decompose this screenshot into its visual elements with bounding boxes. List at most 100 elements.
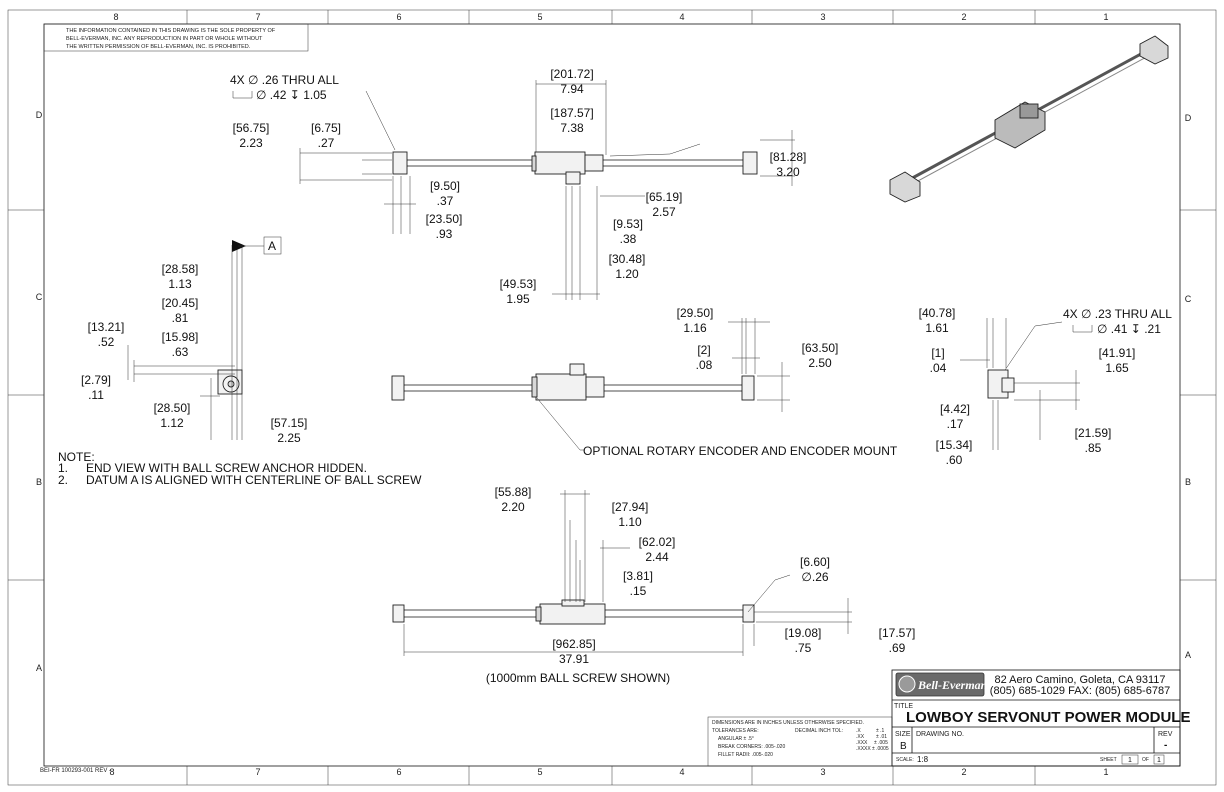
datum-a-box xyxy=(263,236,282,255)
dim-57-15-mm: [57.15] xyxy=(271,416,308,430)
note-1-number: 1. xyxy=(58,461,68,475)
top-hole-callout-1: 4X ∅ .26 THRU ALL xyxy=(230,73,339,87)
note-1-text: END VIEW WITH BALL SCREW ANCHOR HIDDEN. xyxy=(86,461,367,475)
tol-row-1-val: ± .1 xyxy=(876,728,885,734)
size-value: B xyxy=(900,741,907,752)
dim-62-02-in: 2.44 xyxy=(645,550,669,564)
dim-65-19-mm: [65.19] xyxy=(646,190,683,204)
notes-heading: NOTE: xyxy=(58,450,95,464)
tol-angular: ANGULAR ± .5° xyxy=(718,736,754,742)
dim-19-08-in: .75 xyxy=(795,641,812,655)
dim-28-58-in: 1.13 xyxy=(168,277,192,291)
end-view xyxy=(127,240,264,440)
logo-text: Bell-Everman xyxy=(917,678,988,692)
dim-63-50-in: 2.50 xyxy=(808,356,832,370)
dim-41-91-mm: [41.91] xyxy=(1099,346,1136,360)
dim-81-28-mm: [81.28] xyxy=(770,150,807,164)
logo-mark-icon xyxy=(898,675,916,693)
title-block xyxy=(891,669,1181,767)
dim-27-94-in: 1.10 xyxy=(618,515,642,529)
dim-40-78-in: 1.61 xyxy=(925,321,949,335)
dim-1-in: .04 xyxy=(930,361,947,375)
zone-right-A: A xyxy=(1185,650,1191,660)
dim-30-48-in: 1.20 xyxy=(615,267,639,281)
dim-13-21-mm: [13.21] xyxy=(88,320,125,334)
zone-top-5: 5 xyxy=(537,12,542,22)
zone-bottom-3: 3 xyxy=(820,767,825,777)
dim-6-75-in: .27 xyxy=(318,136,335,150)
dim-3-81-in: .15 xyxy=(630,584,647,598)
zone-top-2: 2 xyxy=(961,12,966,22)
tol-row-3-key: .XXX xyxy=(856,740,868,746)
dim-41-91-in: 1.65 xyxy=(1105,361,1129,375)
sheet-value: 1 xyxy=(1128,757,1132,764)
front-view xyxy=(391,318,790,451)
of-value: 1 xyxy=(1157,757,1161,764)
rev-label: REV xyxy=(1158,731,1173,738)
tol-row-4-val: ± .0005 xyxy=(872,746,889,752)
dim-201-72-mm: [201.72] xyxy=(550,67,593,81)
dim-29-50-in: 1.16 xyxy=(683,321,707,335)
dim-201-72-in: 7.94 xyxy=(560,82,584,96)
dim-20-45-mm: [20.45] xyxy=(162,296,199,310)
dim-962-85-mm: [962.85] xyxy=(552,637,595,651)
note-2-number: 2. xyxy=(58,473,68,487)
dim-63-50-mm: [63.50] xyxy=(802,341,839,355)
sheet-label: SHEET xyxy=(1100,757,1117,763)
drawing-no-label: DRAWING NO. xyxy=(916,731,964,738)
company-address: 82 Aero Camino, Goleta, CA 93117 xyxy=(994,674,1165,686)
dim-29-50-mm: [29.50] xyxy=(677,306,714,320)
dim-6-60-mm: [6.60] xyxy=(800,555,830,569)
title-label: TITLE xyxy=(894,703,913,710)
dim-55-88-in: 2.20 xyxy=(501,500,525,514)
notice-line-2: BELL-EVERMAN, INC. ANY REPRODUCTION IN P… xyxy=(66,36,263,42)
dim-49-53-in: 1.95 xyxy=(506,292,530,306)
dim-23-50-in: .93 xyxy=(436,227,453,241)
zone-bottom-1: 1 xyxy=(1103,767,1108,777)
zone-top-4: 4 xyxy=(679,12,684,22)
dim-4-42-in: .17 xyxy=(947,417,964,431)
zone-ticks xyxy=(8,10,1216,785)
dim-1-mm: [1] xyxy=(931,346,944,360)
dim-19-08-mm: [19.08] xyxy=(785,626,822,640)
tol-row-1-key: .X xyxy=(856,728,861,734)
isometric-view xyxy=(889,35,1169,203)
of-label: OF xyxy=(1142,757,1149,763)
top-hole-callout-2: ∅ .42 ↧ 1.05 xyxy=(256,88,327,102)
tol-break-corners: BREAK CORNERS: .005-.020 xyxy=(718,744,785,750)
dim-23-50-mm: [23.50] xyxy=(426,212,463,226)
counterbore-symbol-icon-2 xyxy=(1072,325,1093,333)
zone-bottom-7: 7 xyxy=(255,767,260,777)
dim-20-45-in: .81 xyxy=(172,311,189,325)
dim-62-02-mm: [62.02] xyxy=(639,535,676,549)
zone-right-B: B xyxy=(1185,477,1191,487)
zone-top-6: 6 xyxy=(396,12,401,22)
zone-bottom-2: 2 xyxy=(961,767,966,777)
counterbore-symbol-icon xyxy=(232,91,253,99)
dim-55-88-mm: [55.88] xyxy=(495,485,532,499)
dim-21-59-in: .85 xyxy=(1085,441,1102,455)
dim-28-58-mm: [28.58] xyxy=(162,262,199,276)
proprietary-notice-box xyxy=(43,23,309,52)
zone-left-D: D xyxy=(36,110,43,120)
zone-right-D: D xyxy=(1185,113,1192,123)
dim-13-21-in: .52 xyxy=(98,335,115,349)
dim-15-34-mm: [15.34] xyxy=(936,438,973,452)
right-hole-callout-2: ∅ .41 ↧ .21 xyxy=(1097,322,1161,336)
dim-6-75-mm: [6.75] xyxy=(311,121,341,135)
right-hole-callout-1: 4X ∅ .23 THRU ALL xyxy=(1063,307,1172,321)
tol-row-2-val: ± .01 xyxy=(876,734,887,740)
dim-2-79-mm: [2.79] xyxy=(81,373,111,387)
dim-27-94-mm: [27.94] xyxy=(612,500,649,514)
tol-line-1: DIMENSIONS ARE IN INCHES UNLESS OTHERWIS… xyxy=(712,720,864,726)
dim-17-57-mm: [17.57] xyxy=(879,626,916,640)
dim-9-50-in: .37 xyxy=(437,194,454,208)
right-view xyxy=(960,318,1080,450)
dim-187-57-in: 7.38 xyxy=(560,121,584,135)
zone-bottom-6: 6 xyxy=(396,767,401,777)
zone-top-8: 8 xyxy=(113,12,118,22)
zone-bottom-4: 4 xyxy=(679,767,684,777)
encoder-label: OPTIONAL ROTARY ENCODER AND ENCODER MOUN… xyxy=(583,444,898,458)
dim-962-85-in: 37.91 xyxy=(559,652,589,666)
